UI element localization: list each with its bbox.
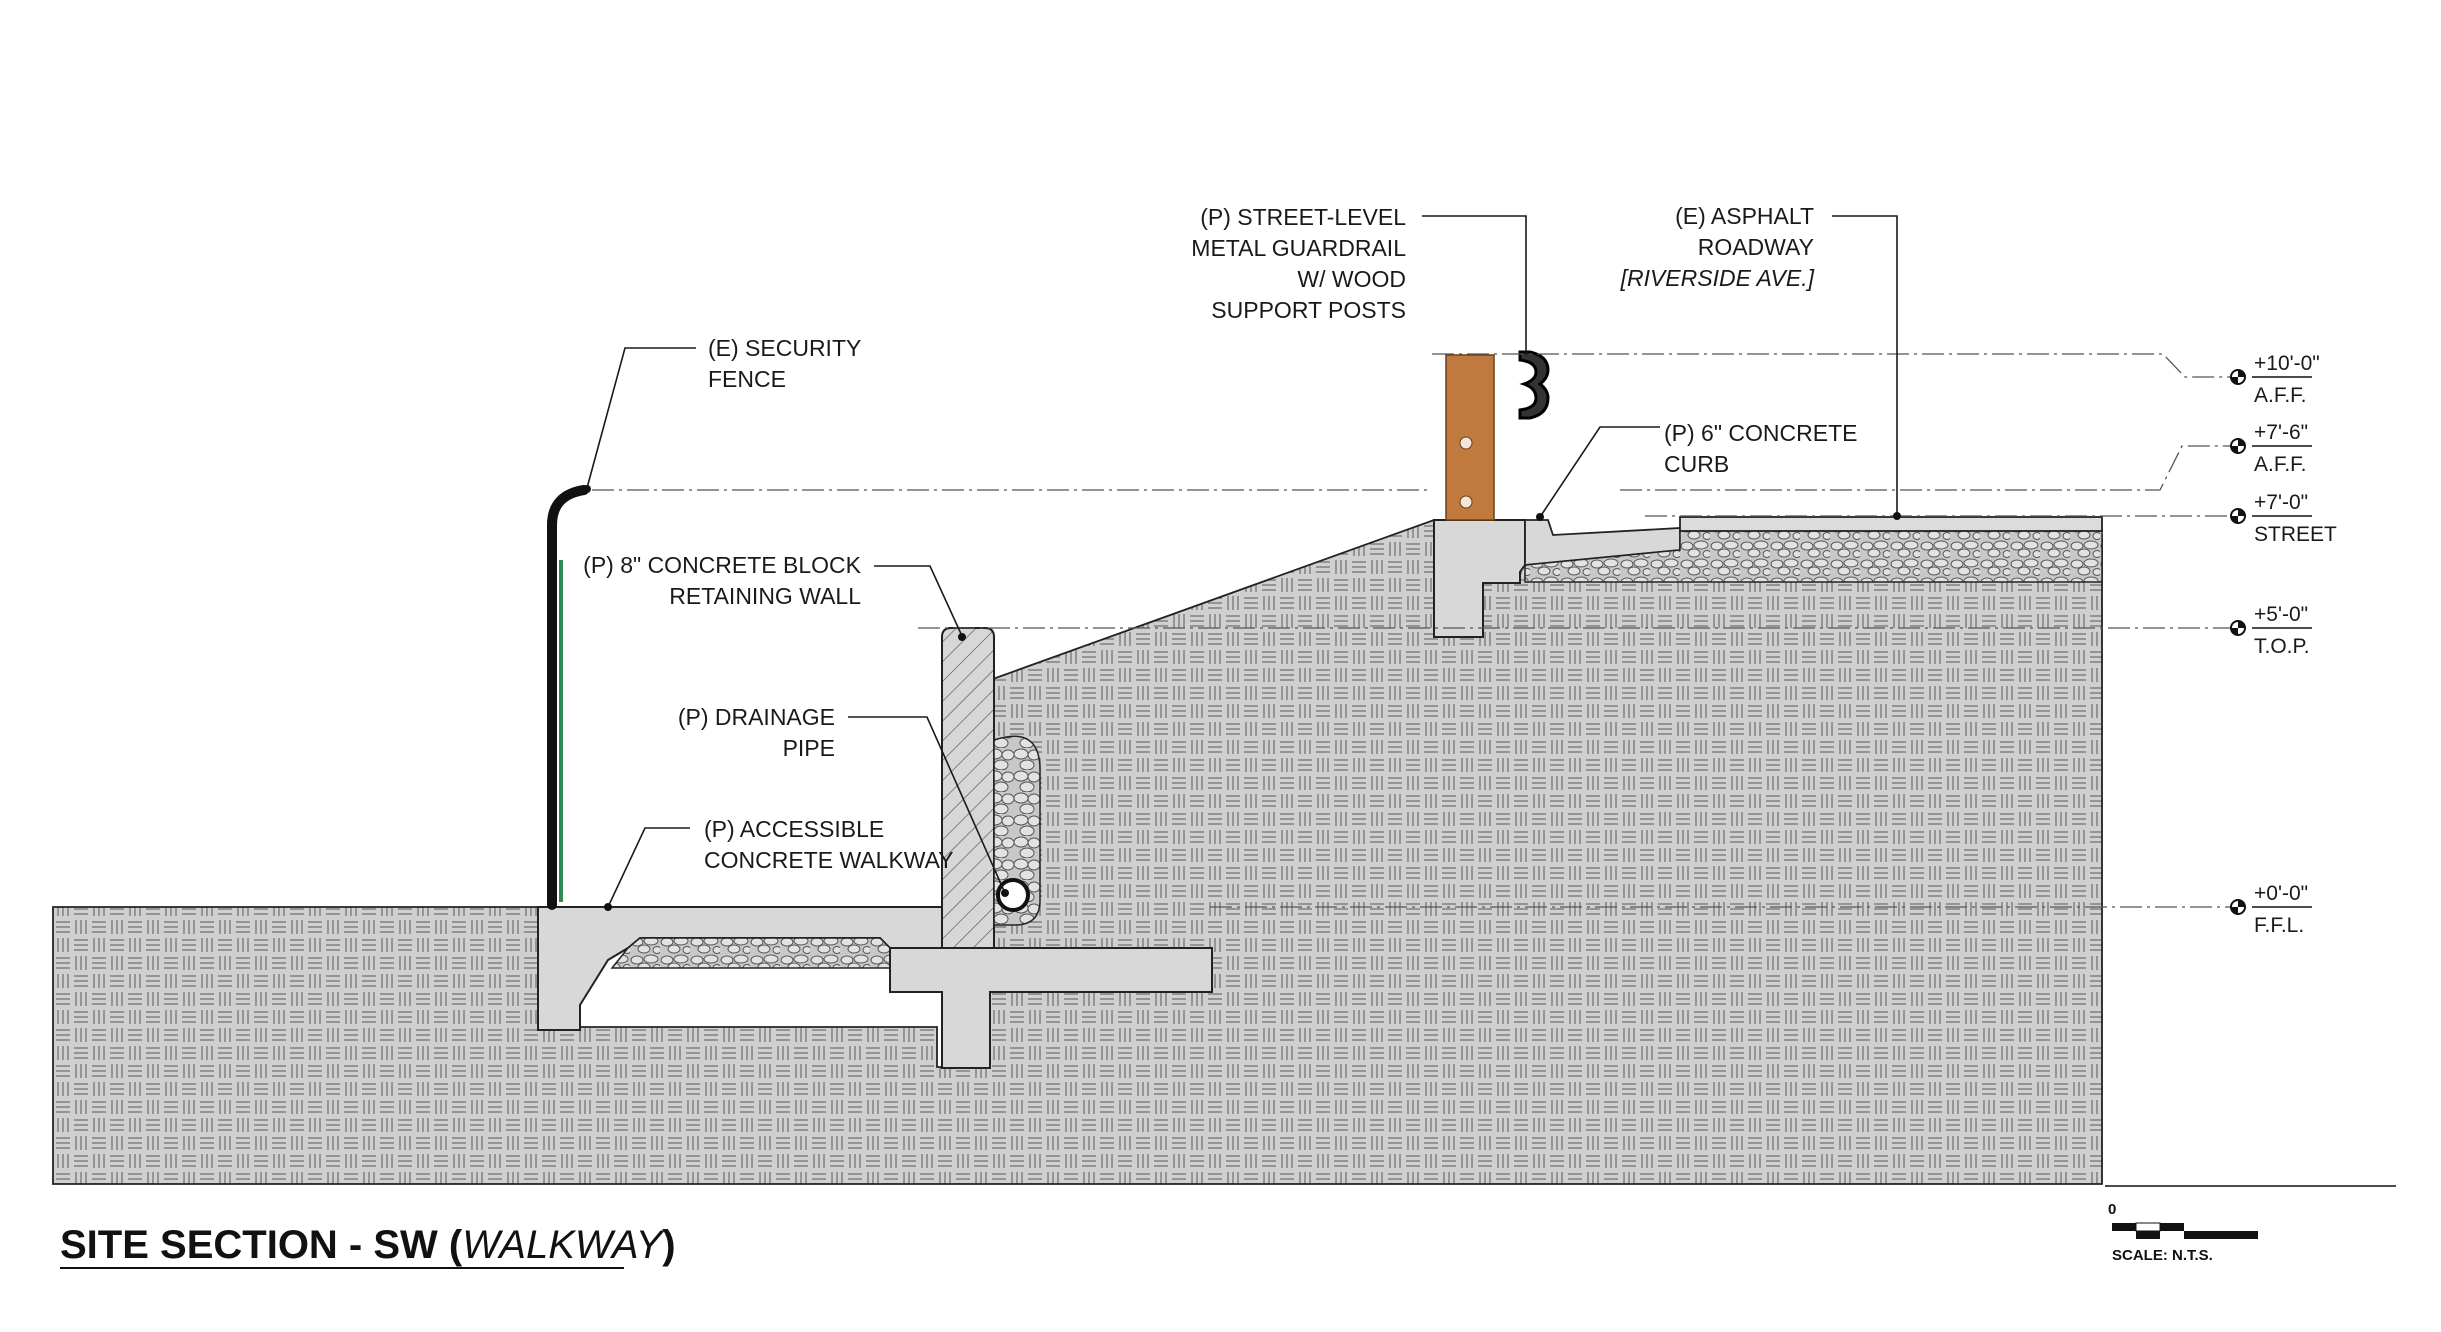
callout-line: (E) SECURITY (708, 335, 861, 361)
elevation-label: STREET (2254, 523, 2337, 546)
callout-fence: (E) SECURITY FENCE (708, 335, 861, 392)
elevation-label: A.F.F. (2254, 453, 2307, 476)
elevation-value: +5'-0" (2254, 603, 2308, 626)
elevation-value: +10'-0" (2254, 352, 2320, 375)
elevation-label: F.F.L. (2254, 914, 2304, 937)
callout-line: PIPE (783, 735, 835, 761)
callout-line: (E) ASPHALT (1675, 203, 1814, 229)
elevation-marker-4: +5'-0" T.O.P. (2230, 603, 2312, 658)
callout-line: (P) 6" CONCRETE (1664, 420, 1857, 446)
drawing-title: SITE SECTION - SW (WALKWAY) (60, 1223, 676, 1269)
callout-asphalt: (E) ASPHALT ROADWAY [RIVERSIDE AVE.] (1620, 203, 1815, 291)
callout-drainage: (P) DRAINAGE PIPE (678, 704, 835, 761)
elevation-marker-2: +7'-6" A.F.F. (2230, 421, 2312, 476)
scale-bar: 0 SCALE: N.T.S. (2108, 1201, 2258, 1264)
callout-line: (P) DRAINAGE (678, 704, 835, 730)
drainage-gravel (993, 735, 1041, 926)
drainage-pipe (996, 878, 1030, 912)
svg-text:SITE SECTION - SW (WALKWAY): SITE SECTION - SW (WALKWAY) (60, 1223, 676, 1267)
callout-line: CONCRETE WALKWAY (704, 847, 954, 873)
callout-line: METAL GUARDRAIL (1191, 235, 1406, 261)
wall-footing (889, 947, 1213, 1069)
callout-curb: (P) 6" CONCRETE CURB (1664, 420, 1857, 477)
callout-line: (P) 8" CONCRETE BLOCK (583, 552, 861, 578)
elevation-label: T.O.P. (2254, 635, 2310, 658)
callout-line: (P) ACCESSIBLE (704, 816, 884, 842)
elevation-marker-3: +7'-0" STREET (2230, 491, 2337, 546)
title-italic: WALKWAY (462, 1223, 665, 1267)
scale-label: SCALE: N.T.S. (2112, 1247, 2213, 1264)
leader-lines (583, 215, 1901, 911)
callout-line: RETAINING WALL (669, 583, 861, 609)
elevation-marker-1: +10'-0" A.F.F. (2230, 352, 2320, 407)
callout-line: (P) STREET-LEVEL (1200, 204, 1406, 230)
metal-guardrail (1518, 350, 1550, 420)
callout-line: W/ WOOD (1297, 266, 1406, 292)
elevation-value: +7'-0" (2254, 491, 2308, 514)
callout-walkway: (P) ACCESSIBLE CONCRETE WALKWAY (704, 816, 954, 873)
elevation-marker-5: +0'-0" F.F.L. (2230, 882, 2312, 937)
block-retaining-wall (941, 627, 995, 949)
callout-block-wall: (P) 8" CONCRETE BLOCK RETAINING WALL (583, 552, 861, 609)
callout-line: [RIVERSIDE AVE.] (1620, 265, 1815, 291)
callout-line: CURB (1664, 451, 1729, 477)
elevation-lines (592, 353, 2236, 908)
walkway-gravel-bed (610, 937, 896, 969)
soil-mass (52, 519, 2103, 1185)
elevation-value: +7'-6" (2254, 421, 2308, 444)
asphalt-roadway (1679, 516, 2103, 532)
callout-line: ROADWAY (1698, 234, 1814, 260)
security-fence (547, 485, 589, 910)
title-suffix: ) (662, 1223, 675, 1267)
callout-guardrail: (P) STREET-LEVEL METAL GUARDRAIL W/ WOOD… (1191, 204, 1406, 323)
scale-zero: 0 (2108, 1201, 2116, 1218)
elevation-value: +0'-0" (2254, 882, 2308, 905)
title-prefix: SITE SECTION - SW ( (60, 1223, 463, 1267)
post-bolt (1459, 436, 1473, 450)
elevation-label: A.F.F. (2254, 384, 2307, 407)
callout-line: FENCE (708, 366, 786, 392)
callout-line: SUPPORT POSTS (1211, 297, 1406, 323)
post-bolt (1459, 495, 1473, 509)
wood-support-post (1445, 354, 1495, 521)
